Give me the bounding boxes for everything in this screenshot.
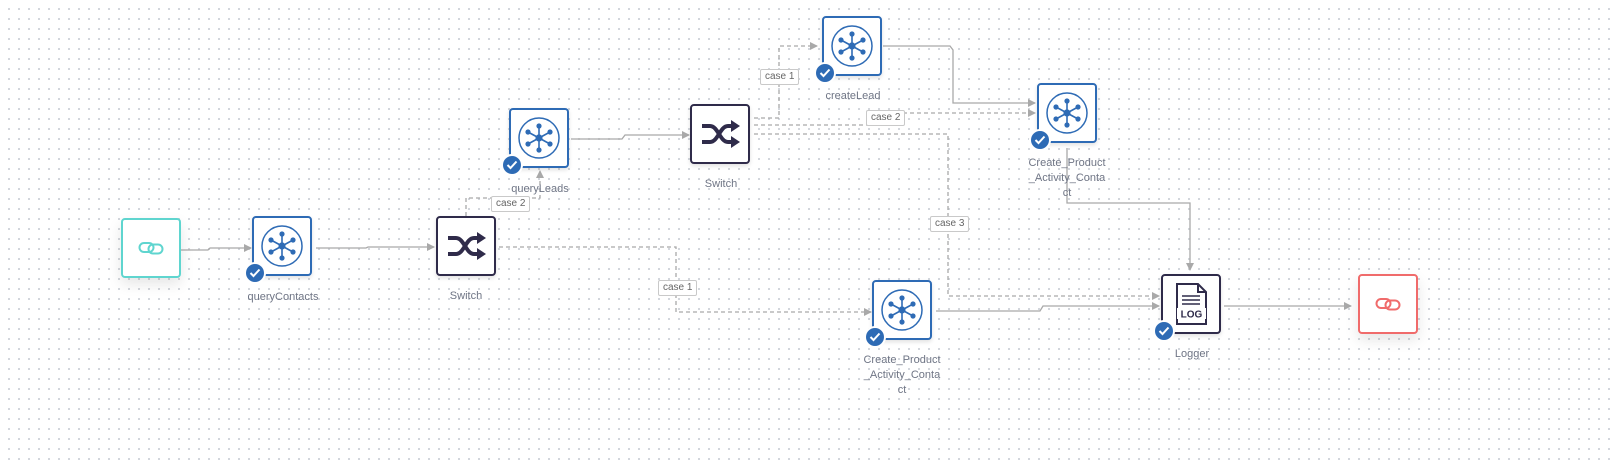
node-label-logger: Logger <box>1174 348 1210 360</box>
edge-createproduct2-to-logger[interactable] <box>936 302 1160 312</box>
edge-createproduct1-to-logger[interactable] <box>1066 148 1194 271</box>
node-switch-2[interactable] <box>690 104 750 164</box>
connector-hub-icon <box>831 25 873 67</box>
edge-queryleads-to-switch2[interactable] <box>571 131 690 140</box>
end-node[interactable] <box>1358 274 1418 334</box>
connector-hub-icon <box>881 289 923 331</box>
edge-switch2-case1-to-createlead[interactable] <box>754 42 818 119</box>
edge-createlead-to-createproduct1[interactable] <box>883 45 1036 107</box>
start-node[interactable] <box>121 218 181 278</box>
log-icon-text: LOG <box>1181 310 1203 321</box>
check-icon <box>814 62 836 84</box>
label-line: _Activity_Conta <box>863 369 941 381</box>
node-label-switch-1: Switch <box>449 290 483 302</box>
node-queryleads[interactable] <box>501 108 569 176</box>
edge-switch2-case3-to-logger[interactable] <box>754 133 1160 300</box>
node-logger[interactable]: LOG <box>1153 274 1221 342</box>
node-createlead[interactable] <box>814 16 882 84</box>
edge-querycontacts-to-switch1[interactable] <box>316 243 435 251</box>
shuffle-icon <box>702 120 740 148</box>
check-icon <box>1153 320 1175 342</box>
check-icon <box>244 262 266 284</box>
shuffle-icon <box>448 232 486 260</box>
edge-switch2-case2-to-createproduct1[interactable] <box>754 109 1036 126</box>
edge-label-switch2-case1: case 1 <box>760 69 800 85</box>
node-create-product-activity-contact-2[interactable] <box>864 280 932 348</box>
node-create-product-activity-contact-1[interactable] <box>1029 83 1097 151</box>
edge-start-to-querycontacts[interactable] <box>181 244 252 252</box>
link-icon <box>1375 298 1401 311</box>
label-line: ct <box>897 384 907 396</box>
edge-switch1-case1-to-createproduct2[interactable] <box>499 246 872 316</box>
node-label-querycontacts: queryContacts <box>247 291 319 303</box>
node-switch-1[interactable] <box>436 216 496 276</box>
label-line: ct <box>1062 187 1072 199</box>
log-file-icon: LOG <box>1176 283 1207 325</box>
connector-hub-icon <box>261 225 303 267</box>
check-icon <box>1029 129 1051 151</box>
node-label-create-product-activity-contact-1: Create_Product _Activity_Conta ct <box>1012 156 1122 201</box>
node-label-switch-2: Switch <box>704 178 738 190</box>
connector-hub-icon <box>1046 92 1088 134</box>
node-label-queryleads: queryLeads <box>511 183 569 195</box>
check-icon <box>501 154 523 176</box>
node-label-create-product-activity-contact-2: Create_Product _Activity_Conta ct <box>847 353 957 398</box>
node-label-createlead: createLead <box>825 90 881 102</box>
connector-hub-icon <box>518 117 560 159</box>
node-querycontacts[interactable] <box>244 216 312 284</box>
label-line: Create_Product <box>1028 157 1106 169</box>
label-line: Create_Product <box>863 354 941 366</box>
edge-label-switch2-case2: case 2 <box>866 110 906 126</box>
link-icon <box>138 242 164 255</box>
check-icon <box>864 326 886 348</box>
label-line: _Activity_Conta <box>1028 172 1106 184</box>
edge-label-switch1-case2: case 2 <box>491 196 531 212</box>
edge-label-switch1-case1: case 1 <box>658 280 698 296</box>
edge-label-switch2-case3: case 3 <box>930 216 970 232</box>
edge-switch1-case2-to-queryleads[interactable] <box>465 170 544 216</box>
